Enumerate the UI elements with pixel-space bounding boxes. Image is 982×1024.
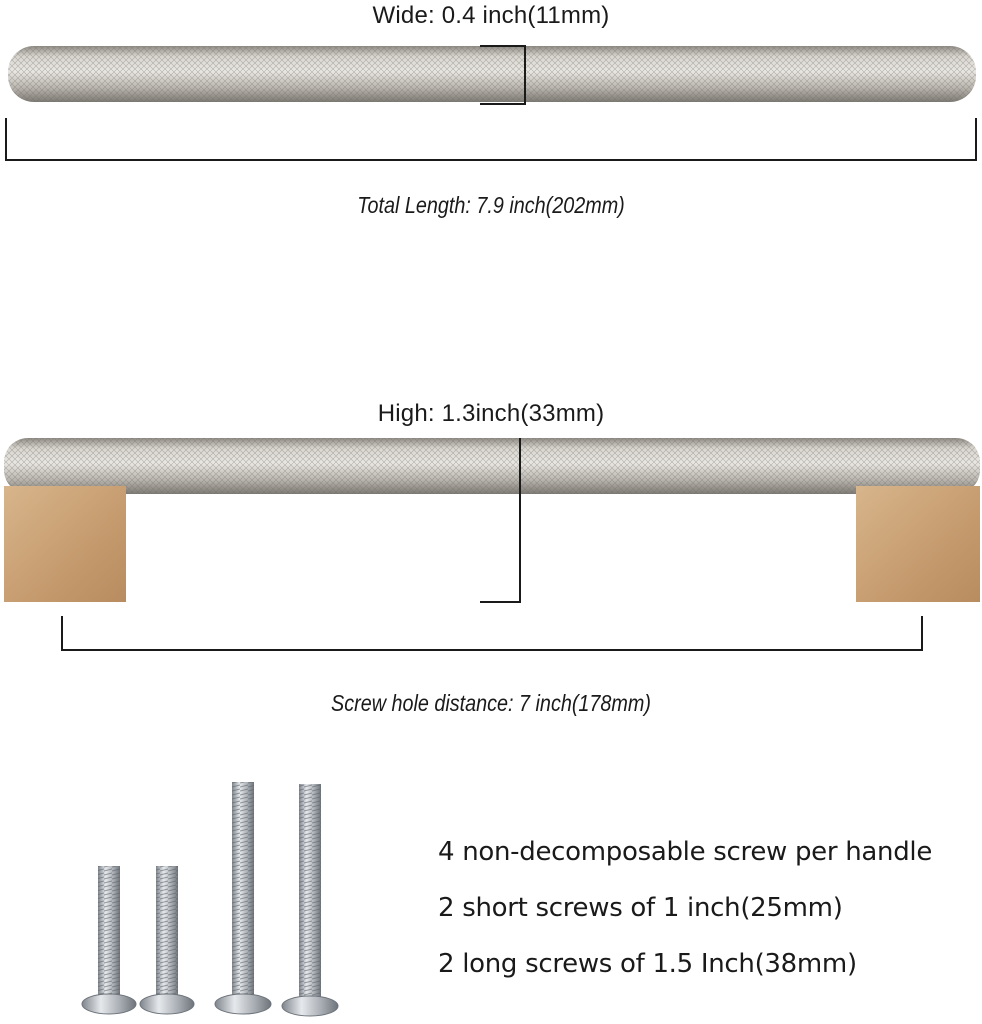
note-screw-count: 4 non-decomposable screw per handle xyxy=(438,837,933,867)
screw-notes: 4 non-decomposable screw per handle 2 sh… xyxy=(438,832,932,1000)
total-length-label: Total Length: 7.9 inch(202mm) xyxy=(357,192,625,218)
wide-bracket xyxy=(480,45,526,105)
handle-bar-top-view xyxy=(8,46,976,102)
long-screw-1 xyxy=(214,782,272,1015)
wide-dimension-label: Wide: 0.4 inch(11mm) xyxy=(372,2,610,29)
note-long-screws: 2 long screws of 1.5 Inch(38mm) xyxy=(438,949,857,979)
note-short-screws: 2 short screws of 1 inch(25mm) xyxy=(438,893,843,923)
total-length-bracket xyxy=(5,118,977,161)
long-screw-2 xyxy=(281,784,339,1017)
screw-hole-distance-label: Screw hole distance: 7 inch(178mm) xyxy=(331,690,651,716)
right-base xyxy=(856,486,980,602)
handle-side-view xyxy=(4,438,980,602)
left-base xyxy=(4,486,126,602)
screw-hole-bracket xyxy=(61,616,923,651)
short-screw-1 xyxy=(81,866,137,1015)
high-bracket xyxy=(480,438,521,603)
high-dimension-label: High: 1.3inch(33mm) xyxy=(377,400,605,427)
short-screw-2 xyxy=(139,866,195,1015)
